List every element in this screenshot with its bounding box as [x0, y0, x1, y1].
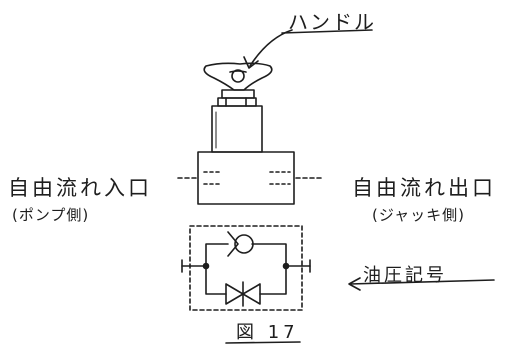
check-valve-icon: [227, 231, 254, 257]
outlet-sub-label: (ジャッキ側): [372, 206, 465, 224]
symbol-pointer-arrowhead: [348, 277, 361, 291]
inlet-label: 自由流れ入口: [8, 176, 152, 200]
outlet-label: 自由流れ出口: [352, 176, 496, 200]
figure-label-underline: [225, 341, 301, 344]
valve-stem: [211, 89, 263, 153]
handle-leader-line: [249, 29, 293, 67]
handle-label-underline: [281, 29, 373, 34]
hydraulic-symbol-label: 油圧記号: [363, 265, 447, 286]
hydraulic-symbol: [181, 225, 311, 311]
inlet-sub-label: (ポンプ側): [12, 206, 90, 224]
handle-knob-icon: [203, 62, 273, 91]
figure-caption: 図 17: [236, 322, 299, 343]
valve-body: [177, 151, 323, 205]
symbol-pointer-arrow: [349, 279, 495, 285]
throttle-valve-icon: [225, 281, 261, 307]
handle-label: ハンドル: [288, 10, 376, 34]
